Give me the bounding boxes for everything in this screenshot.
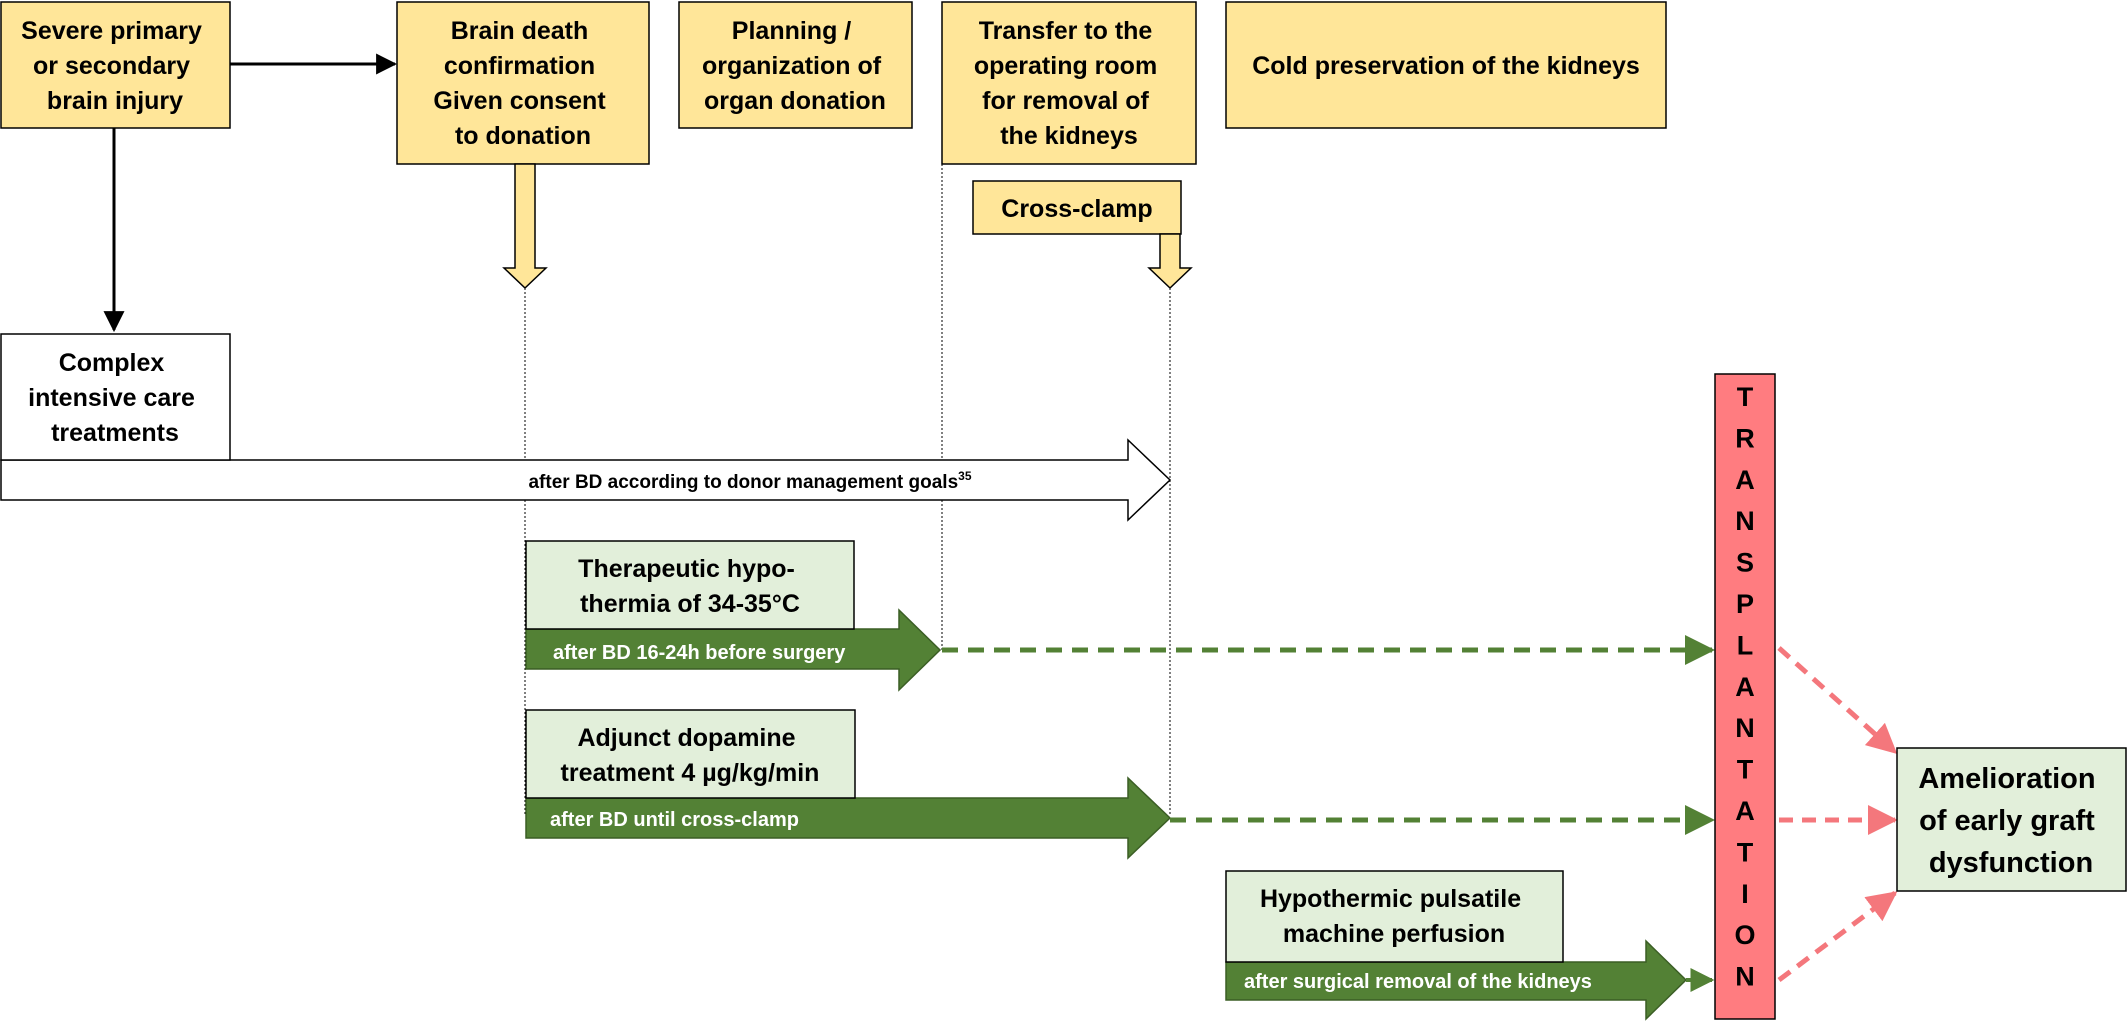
svg-text:Adjunct dopamine treatme: Adjunct dopamine treatment 4 µg/kg/min [561, 724, 820, 787]
step-injury-line-3: brain injury [47, 87, 183, 115]
icu-box: Complex intensive care treatments [0, 333, 231, 461]
step-brain-death-line-1: Brain death [451, 17, 589, 45]
hypothermia-arrow [525, 608, 942, 692]
transplantation-letter: A [1735, 465, 1755, 495]
hypothermia-arrow-label: after BD 16-24h before surgery [553, 642, 846, 664]
step-cold-label: Cold preservation of the kidneys [1252, 52, 1640, 80]
dopamine-box: Adjunct dopamine treatment 4 µg/kg/min [525, 709, 856, 799]
pink-arrow-lower [1777, 891, 1898, 982]
transplantation-bar [1714, 373, 1776, 1020]
perfusion-title-line-1: Hypothermic pulsatile [1260, 885, 1521, 913]
cross-clamp-box: Cross-clamp [972, 180, 1182, 235]
step-injury-box: Severe primary or secondary brain injury [0, 1, 231, 129]
step-transfer-line-1: Transfer to the [979, 17, 1153, 45]
step-brain-death-box: Brain death confirmation Given consent t… [396, 1, 650, 165]
down-arrow-brain-death [502, 163, 548, 290]
transplantation-letter: N [1735, 962, 1755, 992]
down-arrow-cross-clamp [1147, 233, 1193, 290]
outcome-line-2: of early graft [1919, 805, 2095, 837]
step-planning-box: Planning / organization of organ donatio… [678, 1, 913, 129]
transplantation-letter: N [1735, 713, 1755, 743]
transplantation-letter: T [1737, 382, 1754, 412]
transplantation-letter: S [1736, 548, 1754, 578]
transplantation-letter: A [1735, 672, 1755, 702]
icu-title-line-2: intensive care [28, 384, 195, 412]
transplantation-letter: L [1737, 630, 1754, 660]
outcome-line-3: dysfunction [1929, 847, 2093, 879]
step-planning-line-3: organ donation [704, 87, 886, 115]
transplantation-letter: A [1735, 796, 1755, 826]
transplantation-letter: I [1741, 879, 1749, 909]
step-injury-line-1: Severe primary [21, 17, 202, 45]
outcome-line-1: Amelioration [1918, 763, 2095, 795]
pink-arrow-upper [1777, 646, 1898, 755]
transplantation-letter: O [1734, 920, 1755, 950]
svg-text:Transfer to the operatin: Transfer to the operating room for remov… [974, 17, 1164, 150]
icu-arrow-label: after BD according to donor management g… [528, 469, 971, 493]
svg-text:Hypothermic pulsatile ma: Hypothermic pulsatile machine perfusion [1260, 885, 1528, 948]
transplantation-letter: T [1737, 837, 1754, 867]
transplantation-letter: T [1737, 755, 1754, 785]
svg-text:Severe primary or second: Severe primary or secondary brain injury [21, 17, 209, 115]
dopamine-title-line-1: Adjunct dopamine [577, 724, 795, 752]
perfusion-title-line-2: machine perfusion [1283, 920, 1505, 948]
step-transfer-box: Transfer to the operating room for remov… [941, 1, 1197, 165]
svg-text:Cold preservation of the kidne: Cold preservation of the kidneys [1252, 52, 1640, 80]
step-transfer-line-2: operating room [974, 52, 1157, 80]
step-transfer-line-4: the kidneys [1000, 122, 1138, 150]
icu-title-line-3: treatments [51, 419, 179, 447]
step-planning-line-1: Planning / [732, 17, 852, 45]
svg-text:Planning / organization: Planning / organization of organ donatio… [702, 17, 888, 115]
dopamine-title-line-2: treatment 4 µg/kg/min [561, 759, 820, 787]
icu-management-arrow [0, 438, 1172, 522]
transplantation-letter: P [1736, 589, 1754, 619]
step-planning-line-2: organization of [702, 52, 882, 80]
transplantation-letter: N [1735, 506, 1755, 536]
step-brain-death-line-3: Given consent [433, 87, 606, 115]
step-injury-line-2: or secondary [33, 52, 190, 80]
perfusion-box: Hypothermic pulsatile machine perfusion [1225, 870, 1564, 963]
svg-text:Therapeutic hypo- thermi: Therapeutic hypo- thermia of 34-35°C [578, 555, 802, 618]
step-cold-box: Cold preservation of the kidneys [1225, 1, 1667, 129]
dopamine-arrow-label: after BD until cross-clamp [550, 809, 799, 831]
hypothermia-title-line-1: Therapeutic hypo- [578, 555, 795, 583]
svg-text:Amelioration of early gr: Amelioration of early graft dysfunction [1918, 763, 2103, 879]
hypothermia-box: Therapeutic hypo- thermia of 34-35°C [525, 540, 855, 630]
svg-text:Complex intensive care: Complex intensive care treatments [28, 349, 202, 447]
outcome-box: Amelioration of early graft dysfunction [1896, 747, 2127, 892]
hypothermia-title-line-2: thermia of 34-35°C [580, 590, 800, 618]
perfusion-arrow-label: after surgical removal of the kidneys [1244, 971, 1592, 993]
step-brain-death-line-2: confirmation [444, 52, 595, 80]
cross-clamp-label: Cross-clamp [1001, 195, 1152, 223]
svg-text:Cross-clamp: Cross-clamp [1001, 195, 1152, 223]
perfusion-arrow [1225, 939, 1688, 1021]
step-brain-death-line-4: to donation [455, 122, 591, 150]
step-transfer-line-3: for removal of [982, 87, 1149, 115]
icu-title-line-1: Complex [59, 349, 165, 377]
transplantation-letter: R [1735, 423, 1755, 453]
svg-text:Brain death confirmation: Brain death confirmation Given consent t… [433, 17, 612, 150]
